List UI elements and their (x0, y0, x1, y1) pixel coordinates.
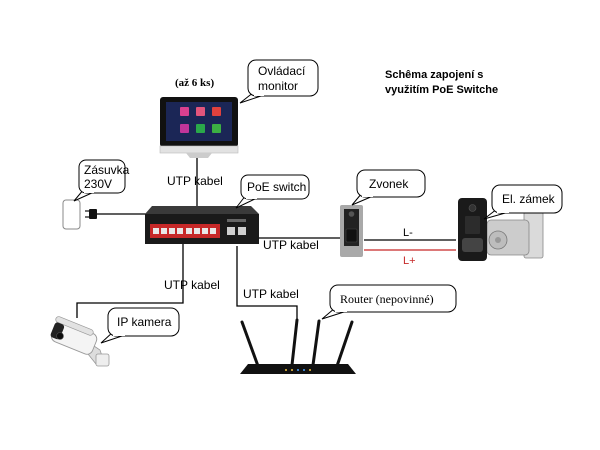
callout-lock-text: El. zámek (502, 192, 556, 206)
callout-socket-line-2: 230V (84, 177, 112, 191)
callout-bubble (356, 169, 426, 198)
monitor-count-label: (až 6 ks) (175, 77, 214, 89)
switch-top (145, 206, 259, 214)
switch-port (161, 228, 167, 234)
doorbell-camera (348, 211, 355, 217)
camera-wall-plate (95, 353, 110, 367)
callout-tail-mask (84, 190, 94, 193)
monitor-base (159, 145, 239, 154)
callout-bubble (247, 59, 319, 97)
callout-bubble (329, 284, 457, 313)
diagram-title: Schêma zapojení s využitím PoE Switche (385, 69, 498, 96)
router-antenna (311, 319, 321, 367)
cable-label-switch-camera: UTP kabel (164, 278, 220, 292)
electric-lock (458, 198, 544, 261)
router-antenna (240, 320, 260, 368)
switch-port (194, 228, 200, 234)
callout-lock: El. zámek (483, 184, 563, 220)
callout-monitor-line-1: Ovládací (258, 64, 306, 78)
camera-lens (56, 332, 64, 340)
lock-keypad (465, 216, 480, 234)
callout-tail-mask (497, 210, 509, 213)
cable-label-switch-router: UTP kabel (243, 287, 299, 301)
monitor-app-icon (212, 107, 221, 116)
wire-label-minus: L- (403, 227, 413, 239)
router-led (309, 369, 311, 371)
switch-port (210, 228, 216, 234)
doorbell-button (345, 228, 358, 243)
switch-port (177, 228, 183, 234)
switch-uplink-port (238, 227, 246, 235)
cable-label-switch-doorbell: UTP kabel (263, 238, 319, 252)
callout-camera-text: IP kamera (117, 315, 172, 329)
switch-port (169, 228, 175, 234)
switch-uplink-port (227, 227, 235, 235)
callout-socket: Zásuvka 230V (73, 159, 130, 202)
callout-tail-mask (335, 309, 347, 312)
plug-body (89, 209, 97, 219)
cable-label-monitor-switch: UTP kabel (167, 174, 223, 188)
wall-socket (62, 199, 81, 230)
callout-router: Router (nepovinné) (321, 284, 457, 320)
router-led (291, 369, 293, 371)
wire-label-plus: L+ (403, 255, 416, 267)
router-antenna (335, 320, 354, 368)
switch-port (186, 228, 192, 234)
callout-bubble (78, 159, 126, 194)
lock-handle (462, 238, 483, 252)
monitor-app-icon (180, 107, 189, 116)
callout-bubble (240, 174, 310, 200)
lock-knob-center (495, 237, 501, 243)
camera-hood (55, 316, 94, 336)
callout-router-text: Router (nepovinné) (340, 292, 434, 306)
callout-socket-line-1: Zásuvka (84, 163, 130, 177)
callout-bubble (107, 307, 180, 337)
callout-monitor-line-2: monitor (258, 79, 298, 93)
monitor-app-icon (180, 124, 189, 133)
callout-monitor: Ovládací monitor (239, 59, 319, 104)
router-led (303, 369, 305, 371)
monitor-app-icon (196, 107, 205, 116)
power-plug (85, 209, 97, 219)
callout-switch-text: PoE switch (247, 180, 306, 194)
switch-port (153, 228, 159, 234)
router-led (285, 369, 287, 371)
door-station (340, 205, 363, 257)
switch-status-leds (227, 219, 246, 222)
switch-port (202, 228, 208, 234)
monitor-app-icon (196, 124, 205, 133)
wire-switch-camera (76, 244, 184, 318)
callout-tail-mask (113, 333, 125, 336)
control-monitor (159, 97, 239, 158)
callout-tail-mask (254, 93, 264, 96)
wire-switch-router (236, 246, 298, 319)
callout-camera: IP kamera (100, 307, 180, 344)
callout-bubble (491, 184, 563, 214)
router (240, 318, 356, 374)
callout-tail-mask (362, 194, 373, 197)
router-antenna (290, 318, 299, 367)
ip-camera (50, 316, 110, 367)
poe-switch (145, 206, 259, 244)
router-led (297, 369, 299, 371)
callout-switch: PoE switch (235, 174, 310, 209)
switch-poe-panel (150, 224, 220, 238)
callout-tail-mask (246, 196, 257, 199)
monitor-app-icon (212, 124, 221, 133)
callout-doorbell-text: Zvonek (369, 177, 409, 191)
title-line-1: Schêma zapojení s (385, 69, 483, 81)
title-line-2: využitím PoE Switche (385, 84, 498, 96)
lock-fingerprint-sensor (468, 204, 477, 212)
monitor-stand (186, 153, 212, 158)
callout-doorbell: Zvonek (351, 169, 426, 206)
